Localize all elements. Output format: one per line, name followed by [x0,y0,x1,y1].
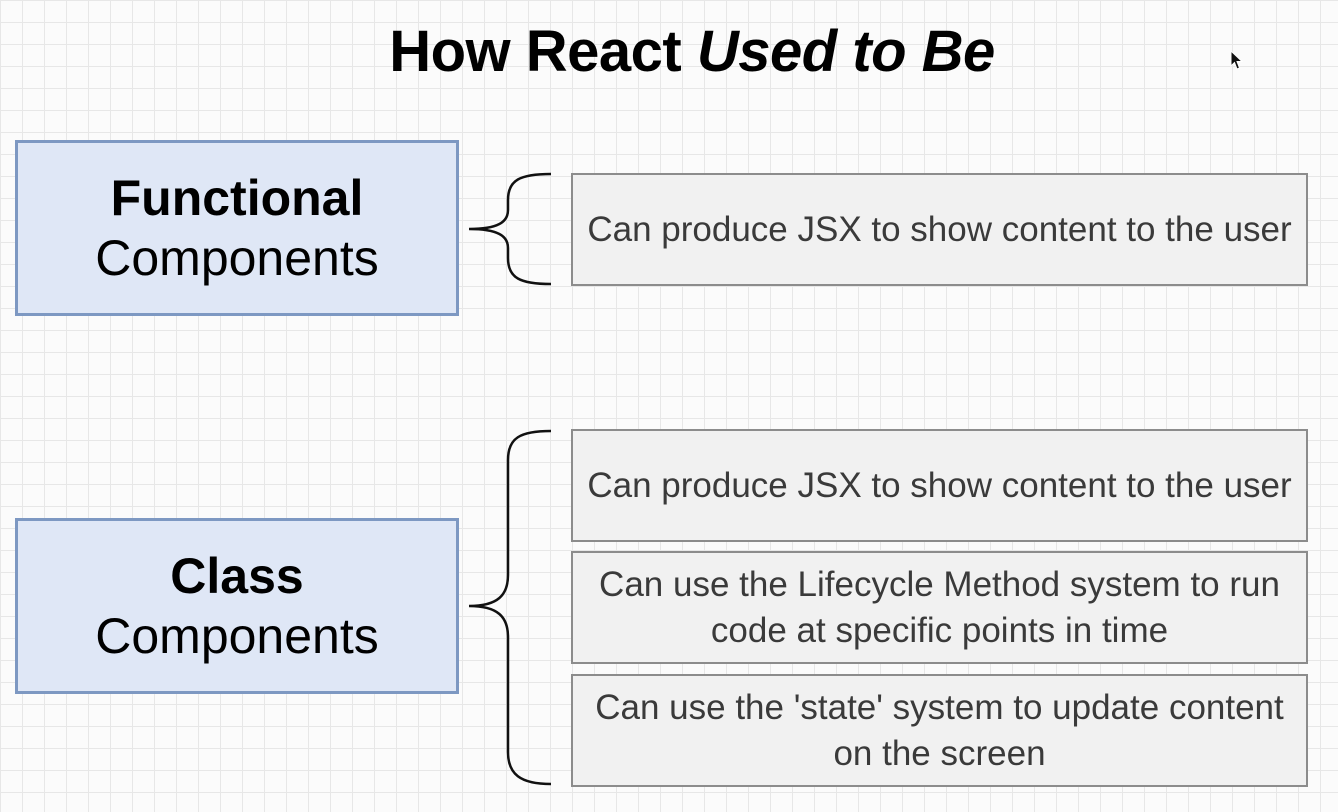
class-brace [468,429,552,786]
class-components-box: Class Components [15,518,459,694]
title-italic: Used to Be [696,19,995,84]
functional-feature-jsx: Can produce JSX to show content to the u… [571,173,1308,286]
class-feature-jsx: Can produce JSX to show content to the u… [571,429,1308,542]
class-feature-state: Can use the 'state' system to update con… [571,674,1308,787]
arrow-pointer-icon [1230,50,1244,70]
functional-brace [468,172,552,286]
class-label: Components [95,608,379,664]
functional-components-box: Functional Components [15,140,459,316]
slide-title: How React Used to Be [0,18,1338,85]
functional-label-bold: Functional [110,170,364,226]
class-feature-lifecycle: Can use the Lifecycle Method system to r… [571,551,1308,664]
functional-label: Components [95,230,379,286]
class-label-bold: Class [170,548,304,604]
title-plain: How React [389,19,697,84]
